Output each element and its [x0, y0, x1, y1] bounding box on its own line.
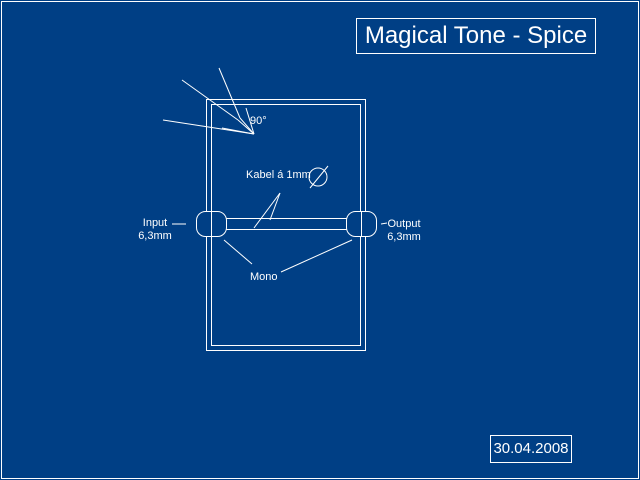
input-label-line1: Input [142, 217, 168, 229]
mono-leader-right [280, 239, 353, 273]
input-label-line2: 6,3mm [138, 230, 172, 242]
input-jack [196, 211, 227, 237]
output-label: Output 6,3mm [382, 218, 426, 244]
diameter-symbol-icon [308, 165, 329, 189]
mono-label: Mono [250, 271, 278, 283]
output-jack [346, 211, 377, 237]
cable-leader-2 [269, 192, 281, 221]
output-label-line1: Output [387, 218, 421, 230]
output-label-line2: 6,3mm [387, 231, 421, 243]
enclosure-inner [211, 104, 361, 346]
angle-construction-lines [162, 67, 255, 135]
input-label: Input 6,3mm [134, 217, 176, 243]
enclosure-outer [206, 99, 366, 351]
cable-leader-1 [253, 192, 281, 229]
date-box: 30.04.2008 [490, 435, 572, 463]
output-leader [380, 222, 388, 225]
angle-label: 90° [250, 115, 267, 127]
title-box: Magical Tone - Spice [356, 18, 596, 54]
mono-leader-left [223, 239, 253, 265]
leader-lines [172, 192, 388, 273]
cable [226, 218, 347, 230]
cable-label: Kabel á 1mm [246, 169, 311, 181]
